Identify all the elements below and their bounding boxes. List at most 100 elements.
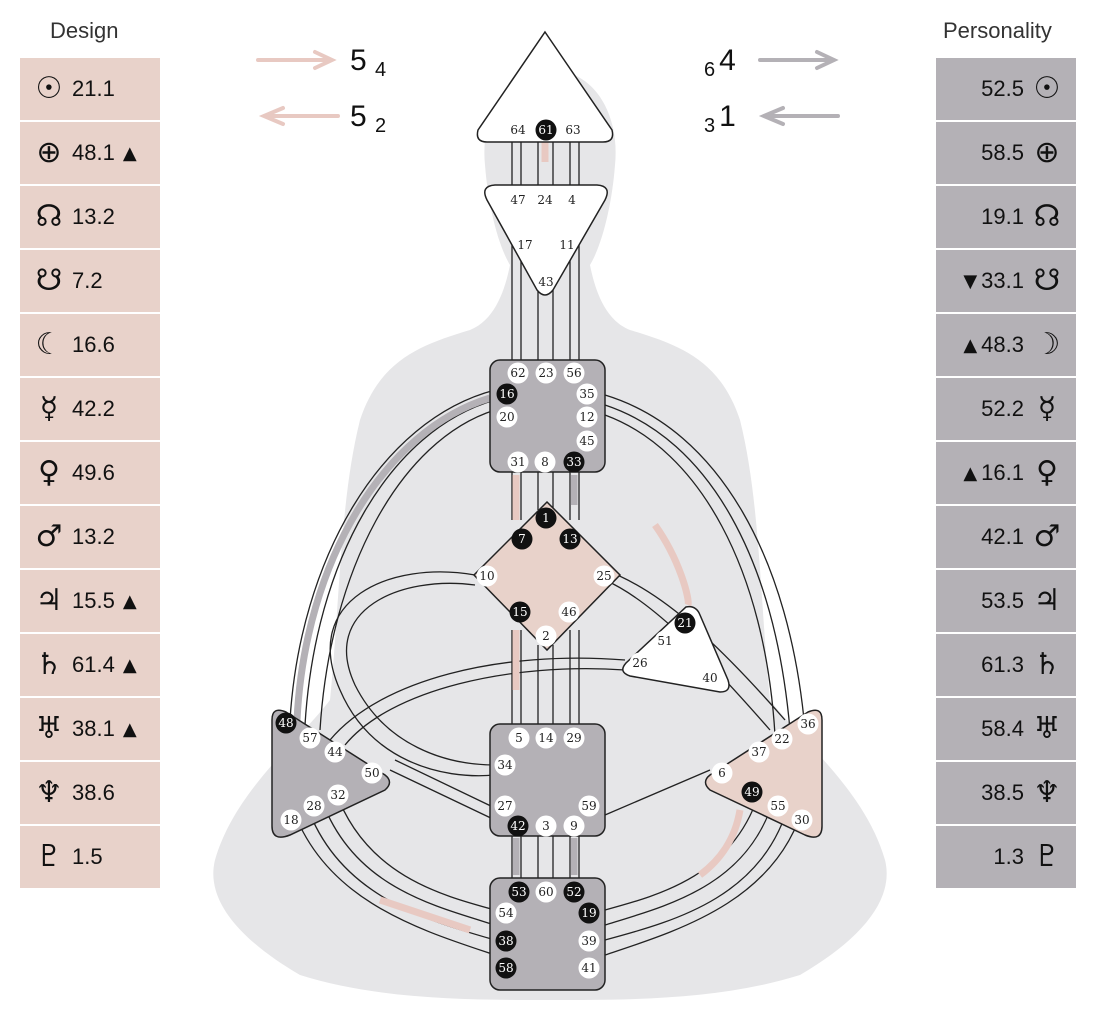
personality-row-pluto[interactable]: 1.3♇: [936, 826, 1076, 888]
gate-8[interactable]: 8: [534, 451, 556, 473]
design-row-north-node[interactable]: ☊13.2: [20, 186, 160, 248]
gate-1[interactable]: 1: [535, 507, 557, 529]
personality-row-moon[interactable]: ▲48.3☽: [936, 314, 1076, 376]
gate-53[interactable]: 53: [508, 881, 530, 903]
gate-number: 26: [632, 656, 647, 670]
gate-44[interactable]: 44: [324, 741, 346, 763]
design-row-saturn[interactable]: ♄61.4▲: [20, 634, 160, 696]
design-row-south-node[interactable]: ☋7.2: [20, 250, 160, 312]
gate-64[interactable]: 64: [510, 123, 526, 137]
gate-37[interactable]: 37: [748, 741, 770, 763]
gate-33[interactable]: 33: [563, 451, 585, 473]
gate-2[interactable]: 2: [535, 625, 557, 647]
personality-row-north-node[interactable]: 19.1☊: [936, 186, 1076, 248]
personality-row-uranus[interactable]: 58.4♅: [936, 698, 1076, 760]
gate-28[interactable]: 28: [303, 795, 325, 817]
gate-7[interactable]: 7: [511, 528, 533, 550]
design-row-uranus[interactable]: ♅38.1▲: [20, 698, 160, 760]
personality-row-earth[interactable]: 58.5⊕: [936, 122, 1076, 184]
gate-42[interactable]: 42: [507, 815, 529, 837]
gate-55[interactable]: 55: [767, 795, 789, 817]
gate-20[interactable]: 20: [496, 406, 518, 428]
gate-49[interactable]: 49: [741, 781, 763, 803]
gate-54[interactable]: 54: [495, 902, 517, 924]
gate-27[interactable]: 27: [494, 795, 516, 817]
gate-52[interactable]: 52: [563, 881, 585, 903]
design-row-moon[interactable]: ☾16.6: [20, 314, 160, 376]
gate-58[interactable]: 58: [495, 957, 517, 979]
design-row-mercury[interactable]: ☿42.2: [20, 378, 160, 440]
gate-15[interactable]: 15: [509, 601, 531, 623]
gate-18[interactable]: 18: [280, 809, 302, 831]
gate-51[interactable]: 51: [654, 630, 676, 652]
gate-14[interactable]: 14: [535, 727, 557, 749]
design-row-earth[interactable]: ⊕48.1▲: [20, 122, 160, 184]
gate-24[interactable]: 24: [537, 193, 553, 207]
gate-circle: [476, 565, 498, 587]
gate-9[interactable]: 9: [563, 815, 585, 837]
gate-26[interactable]: 26: [629, 652, 651, 674]
personality-row-jupiter[interactable]: 53.5♃: [936, 570, 1076, 632]
personality-value: 1.3: [993, 844, 1024, 869]
design-row-sun[interactable]: ☉21.1: [20, 58, 160, 120]
gate-29[interactable]: 29: [563, 727, 585, 749]
personality-value: 52.2: [981, 396, 1024, 421]
gate-10[interactable]: 10: [476, 565, 498, 587]
design-row-mars[interactable]: ♂13.2: [20, 506, 160, 568]
personality-row-mercury[interactable]: 52.2☿: [936, 378, 1076, 440]
gate-23[interactable]: 23: [535, 362, 557, 384]
gate-19[interactable]: 19: [578, 902, 600, 924]
gate-12[interactable]: 12: [576, 406, 598, 428]
gate-57[interactable]: 57: [299, 727, 321, 749]
personality-row-south-node[interactable]: ▼33.1☋: [936, 250, 1076, 312]
gate-48[interactable]: 48: [275, 712, 297, 734]
gate-30[interactable]: 30: [791, 809, 813, 831]
gate-25[interactable]: 25: [593, 565, 615, 587]
personality-row-mars[interactable]: 42.1♂: [936, 506, 1076, 568]
gate-circle: [327, 784, 349, 806]
gate-22[interactable]: 22: [771, 728, 793, 750]
arrow-main: 1: [719, 100, 736, 133]
personality-row-venus[interactable]: ▲16.1♀: [936, 442, 1076, 504]
gate-41[interactable]: 41: [578, 957, 600, 979]
gate-43[interactable]: 43: [538, 275, 553, 289]
gate-60[interactable]: 60: [535, 881, 557, 903]
gate-circle: [494, 754, 516, 776]
gate-40[interactable]: 40: [699, 667, 721, 689]
gate-31[interactable]: 31: [507, 451, 529, 473]
gate-32[interactable]: 32: [327, 784, 349, 806]
south-node-icon: ☋: [35, 263, 63, 298]
gate-63[interactable]: 63: [565, 123, 580, 137]
personality-row-saturn[interactable]: 61.3♄: [936, 634, 1076, 696]
gate-62[interactable]: 62: [507, 362, 529, 384]
pluto-icon: ♇: [35, 839, 63, 874]
gate-46[interactable]: 46: [558, 601, 580, 623]
gate-47[interactable]: 47: [510, 193, 525, 207]
personality-row-neptune[interactable]: 38.5♆: [936, 762, 1076, 824]
design-row-venus[interactable]: ♀49.6: [20, 442, 160, 504]
personality-row-sun[interactable]: 52.5☉: [936, 58, 1076, 120]
gate-3[interactable]: 3: [535, 815, 557, 837]
design-row-jupiter[interactable]: ♃15.5▲: [20, 570, 160, 632]
saturn-icon: ♄: [1033, 647, 1061, 682]
gate-61[interactable]: 61: [535, 119, 557, 141]
gate-4[interactable]: 4: [568, 193, 576, 207]
gate-16[interactable]: 16: [496, 383, 518, 405]
design-row-pluto[interactable]: ♇1.5: [20, 826, 160, 888]
gate-39[interactable]: 39: [578, 930, 600, 952]
design-row-neptune[interactable]: ♆38.6: [20, 762, 160, 824]
gate-6[interactable]: 6: [711, 762, 733, 784]
gate-34[interactable]: 34: [494, 754, 516, 776]
gate-13[interactable]: 13: [559, 528, 581, 550]
gate-38[interactable]: 38: [495, 930, 517, 952]
gate-45[interactable]: 45: [576, 430, 598, 452]
gate-50[interactable]: 50: [361, 762, 383, 784]
gate-35[interactable]: 35: [576, 383, 598, 405]
gate-36[interactable]: 36: [797, 713, 819, 735]
gate-56[interactable]: 56: [563, 362, 585, 384]
gate-59[interactable]: 59: [578, 795, 600, 817]
gate-17[interactable]: 17: [517, 238, 532, 252]
gate-11[interactable]: 11: [559, 238, 574, 252]
gate-5[interactable]: 5: [508, 727, 530, 749]
gate-21[interactable]: 21: [674, 612, 696, 634]
